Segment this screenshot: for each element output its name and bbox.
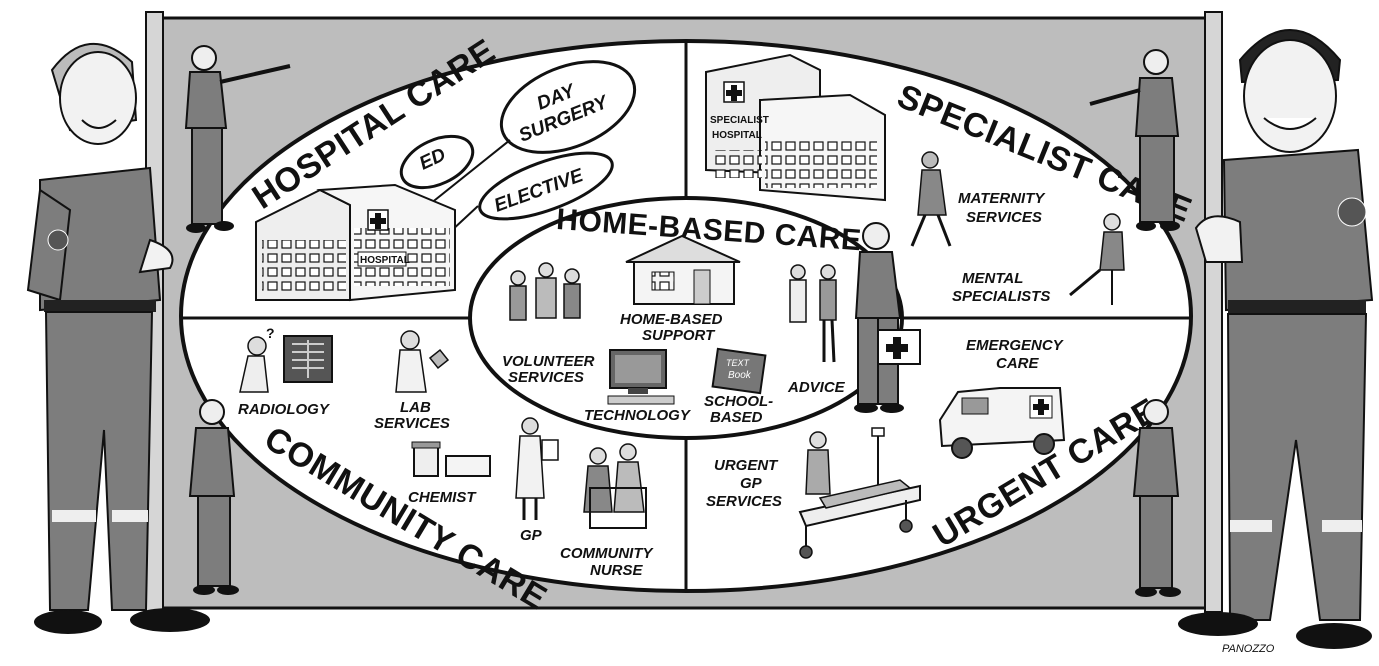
question-mark: ? bbox=[266, 325, 275, 341]
urgent-gp-label-line3: SERVICES bbox=[706, 493, 782, 510]
textbook-label-line2: Book bbox=[728, 370, 752, 381]
urgent-gp-label-line2: GP bbox=[740, 475, 763, 492]
maternity-label-line2: SERVICES bbox=[966, 209, 1042, 226]
radiology-illustration: ? bbox=[239, 325, 333, 393]
technology-label: TECHNOLOGY bbox=[584, 407, 692, 424]
volunteers-group bbox=[509, 262, 581, 321]
advice-figures bbox=[789, 264, 837, 363]
mental-label-line1: MENTAL bbox=[962, 270, 1023, 287]
urgent-gp-label-line1: URGENT bbox=[714, 457, 779, 474]
emergency-label-line2: CARE bbox=[996, 355, 1039, 372]
hospital-building: HOSPITAL bbox=[255, 183, 456, 302]
bubble-pointer bbox=[419, 139, 511, 213]
community-nurse-label-line1: COMMUNITY bbox=[560, 545, 654, 562]
school-based-label-line1: SCHOOL- bbox=[704, 393, 773, 410]
gp-label: GP bbox=[520, 527, 543, 544]
lab-scientist-illustration bbox=[395, 330, 450, 393]
inner-ellipse bbox=[468, 196, 904, 440]
emergency-label-line1: EMERGENCY bbox=[966, 337, 1065, 354]
hospital-sign: HOSPITAL bbox=[360, 255, 410, 266]
community-nurse-label-line2: NURSE bbox=[590, 562, 644, 579]
paramedic-center-figure bbox=[854, 222, 921, 413]
bubble-ed bbox=[399, 134, 475, 190]
maternity-label-line1: MATERNITY bbox=[958, 190, 1046, 207]
paramedic-small-top-left bbox=[184, 45, 291, 233]
paramedic-large-left bbox=[26, 42, 210, 634]
lab-label-line2: SERVICES bbox=[374, 415, 450, 432]
specialist-sign-line1: SPECIALIST bbox=[710, 115, 769, 126]
volunteer-label-line1: VOLUNTEER bbox=[502, 353, 595, 370]
hospital-bed-illustration bbox=[798, 427, 921, 559]
pregnant-woman-figure bbox=[910, 151, 952, 247]
gp-figure bbox=[515, 417, 559, 520]
radiology-label: RADIOLOGY bbox=[238, 401, 331, 418]
board-right-pole bbox=[1204, 11, 1223, 613]
house-illustration bbox=[625, 234, 741, 305]
bubble-day-surgery bbox=[499, 60, 637, 154]
community-nurse-illustration bbox=[583, 443, 647, 529]
home-support-label-line1: HOME-BASED bbox=[620, 311, 723, 328]
textbook-illustration: TEXT Book bbox=[711, 347, 767, 395]
home-support-label-line2: SUPPORT bbox=[642, 327, 716, 344]
school-based-label-line2: BASED bbox=[710, 409, 763, 426]
psychiatrist-figure bbox=[1069, 213, 1125, 305]
mental-label-line2: SPECIALISTS bbox=[952, 288, 1050, 305]
ambulance-illustration bbox=[938, 387, 1066, 459]
specialist-hospital-building: SPECIALIST HOSPITAL bbox=[705, 53, 886, 202]
computer-illustration bbox=[607, 349, 675, 405]
specialist-sign-line2: HOSPITAL bbox=[712, 130, 762, 141]
paramedic-small-bottom-left bbox=[188, 399, 239, 595]
bubble-elective bbox=[478, 151, 614, 221]
paramedic-large-right bbox=[1178, 29, 1374, 649]
lab-label-line1: LAB bbox=[400, 399, 431, 416]
paramedic-small-top-right bbox=[1089, 49, 1180, 231]
paramedic-small-bottom-right bbox=[1132, 399, 1181, 597]
advice-label: ADVICE bbox=[787, 379, 846, 396]
artist-signature: PANOZZO bbox=[1222, 643, 1275, 655]
volunteer-label-line2: SERVICES bbox=[508, 369, 584, 386]
chemist-label: CHEMIST bbox=[408, 489, 477, 506]
textbook-label-line1: TEXT bbox=[726, 358, 751, 368]
medicine-illustration bbox=[411, 441, 491, 477]
